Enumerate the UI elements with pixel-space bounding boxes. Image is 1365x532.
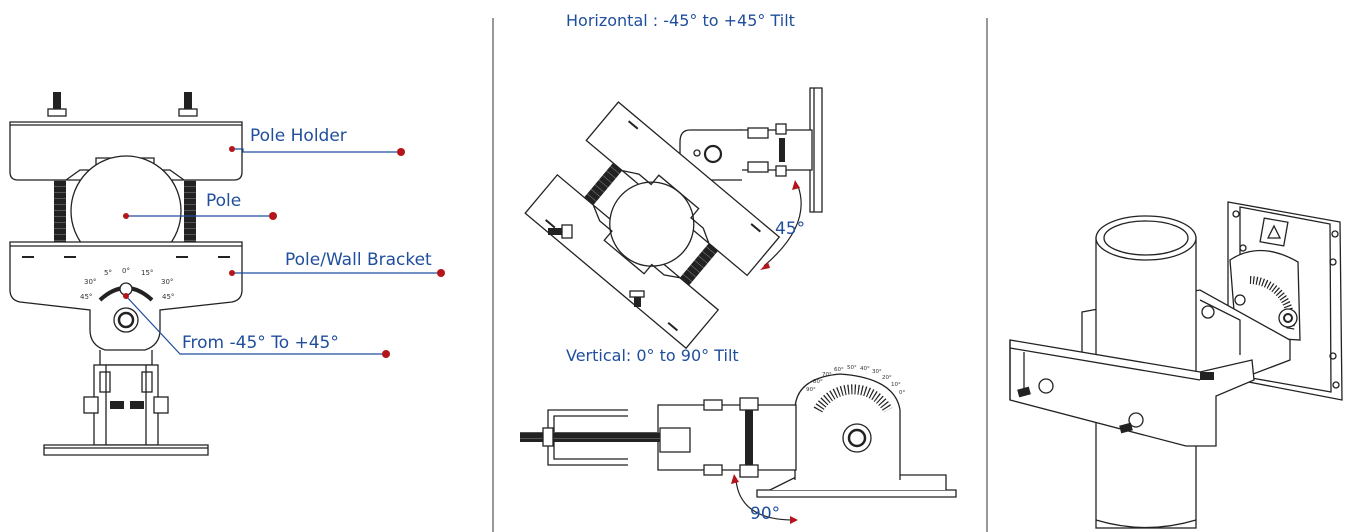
scale-45-left: 45° [80, 293, 93, 301]
horizontal-tilt-title: Horizontal : -45° to +45° Tilt [566, 11, 795, 30]
pole-wall-bracket-label: Pole/Wall Bracket [285, 250, 432, 270]
vertical-angle-label: 90° [750, 504, 781, 524]
horizontal-angle-arrow [760, 180, 802, 270]
pole-label: Pole [206, 191, 242, 211]
protractor-60: 60° [834, 367, 844, 373]
scale-5: 5° [104, 269, 112, 277]
installed-bracket-drawing [1009, 201, 1343, 529]
protractor-90: 90° [806, 387, 816, 393]
protractor-40: 40° [860, 366, 870, 372]
vertical-tilt-drawing [520, 373, 957, 498]
protractor-10: 10° [891, 382, 901, 388]
protractor-30: 30° [872, 369, 882, 375]
scale-0: 0° [122, 267, 130, 275]
protractor-20: 20° [882, 375, 892, 381]
pole-holder-label: Pole Holder [250, 126, 347, 146]
left-callouts [123, 146, 445, 358]
scale-30-left: 30° [84, 278, 97, 286]
protractor-50: 50° [847, 365, 857, 371]
horizontal-angle-label: 45° [775, 219, 806, 239]
tilt-range-label: From -45° To +45° [182, 333, 339, 353]
protractor-80: 80° [813, 379, 823, 385]
protractor-70: 70° [822, 372, 832, 378]
scale-30-right: 30° [161, 278, 174, 286]
scale-15: 15° [141, 269, 154, 277]
horizontal-tilt-drawing [524, 87, 823, 350]
vertical-angle-arrow [731, 474, 798, 524]
protractor-0: 0° [899, 390, 906, 396]
vertical-tilt-title: Vertical: 0° to 90° Tilt [566, 346, 739, 365]
scale-45-right: 45° [162, 293, 175, 301]
